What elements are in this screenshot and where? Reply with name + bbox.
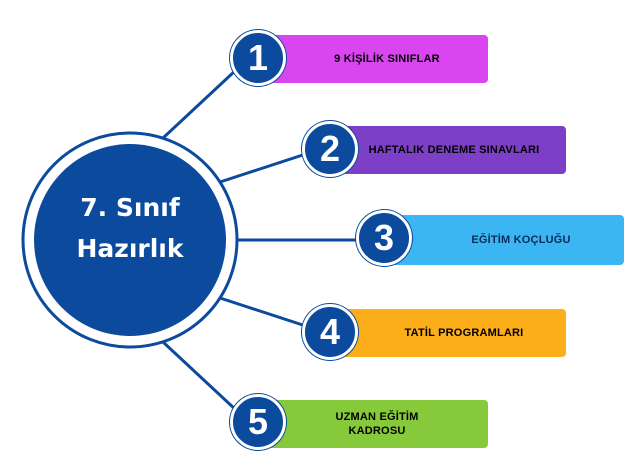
item-card-3: EĞİTİM KOÇLUĞU (388, 215, 624, 265)
connector-4 (219, 296, 319, 332)
connector-5 (161, 340, 238, 412)
hub-title: 7. Sınıf Hazırlık (40, 187, 220, 269)
connector-2 (219, 148, 319, 184)
item-label-1: 9 KİŞİLİK SINIFLAR (334, 53, 440, 65)
item-card-1: 9 KİŞİLİK SINIFLAR (262, 35, 488, 83)
item-badge-3: 3 (356, 210, 412, 266)
hub-title-line-2: Hazırlık (76, 234, 184, 263)
item-badge-4: 4 (302, 304, 358, 360)
hub-circle (34, 144, 226, 336)
item-number-3: 3 (373, 217, 395, 258)
item-label-5: UZMAN EĞİTİM KADROSU (335, 411, 419, 437)
item-label-3: EĞİTİM KOÇLUĞU (471, 234, 571, 246)
item-badge-2: 2 (302, 121, 358, 177)
item-card-4: TATİL PROGRAMLARI (334, 309, 566, 357)
item-label-2: HAFTALIK DENEME SINAVLARI (368, 144, 540, 156)
item-badge-5: 5 (230, 394, 286, 450)
item-number-2: 2 (319, 128, 341, 169)
item-badge-1: 1 (230, 30, 286, 86)
item-card-2: HAFTALIK DENEME SINAVLARI (334, 126, 566, 174)
item-number-4: 4 (319, 311, 341, 352)
hub-title-line-1: 7. Sınıf (80, 193, 180, 222)
connectors (161, 68, 372, 412)
connector-1 (161, 68, 238, 140)
item-card-5: UZMAN EĞİTİM KADROSU (262, 400, 488, 448)
item-number-1: 1 (247, 37, 269, 78)
item-label-4: TATİL PROGRAMLARI (404, 327, 524, 339)
item-number-5: 5 (247, 401, 269, 442)
